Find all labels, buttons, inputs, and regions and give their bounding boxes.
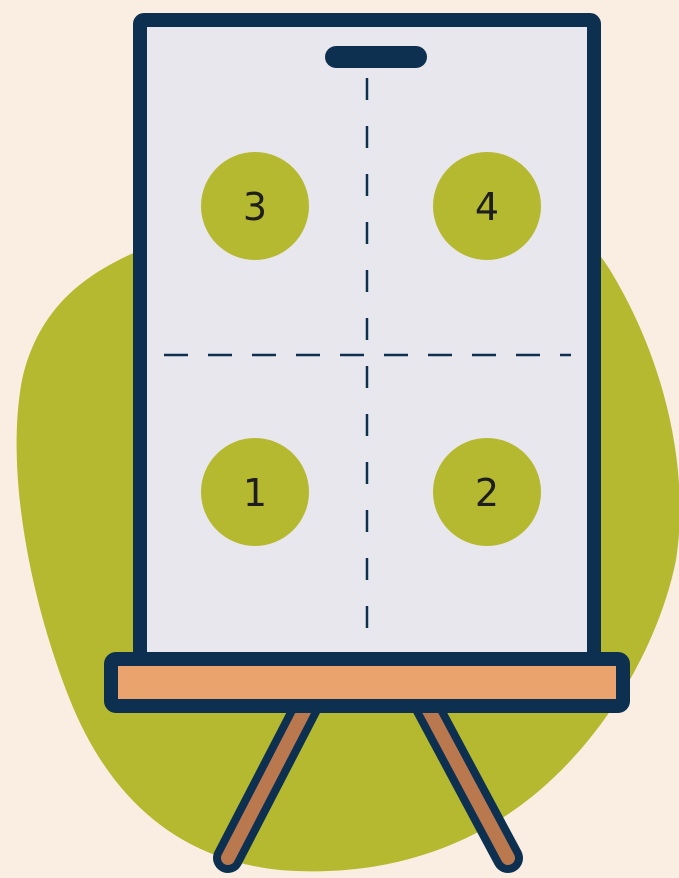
board-clip (325, 46, 427, 68)
quadrant-number: 2 (475, 471, 499, 515)
quadrant-number: 3 (243, 185, 267, 229)
quadrant-top-left: 3 (201, 152, 309, 260)
quadrant-number: 4 (475, 185, 499, 229)
quadrant-top-right: 4 (433, 152, 541, 260)
quadrant-number: 1 (243, 471, 267, 515)
quadrant-bottom-left: 1 (201, 438, 309, 546)
quadrant-bottom-right: 2 (433, 438, 541, 546)
easel-shelf (111, 659, 623, 706)
